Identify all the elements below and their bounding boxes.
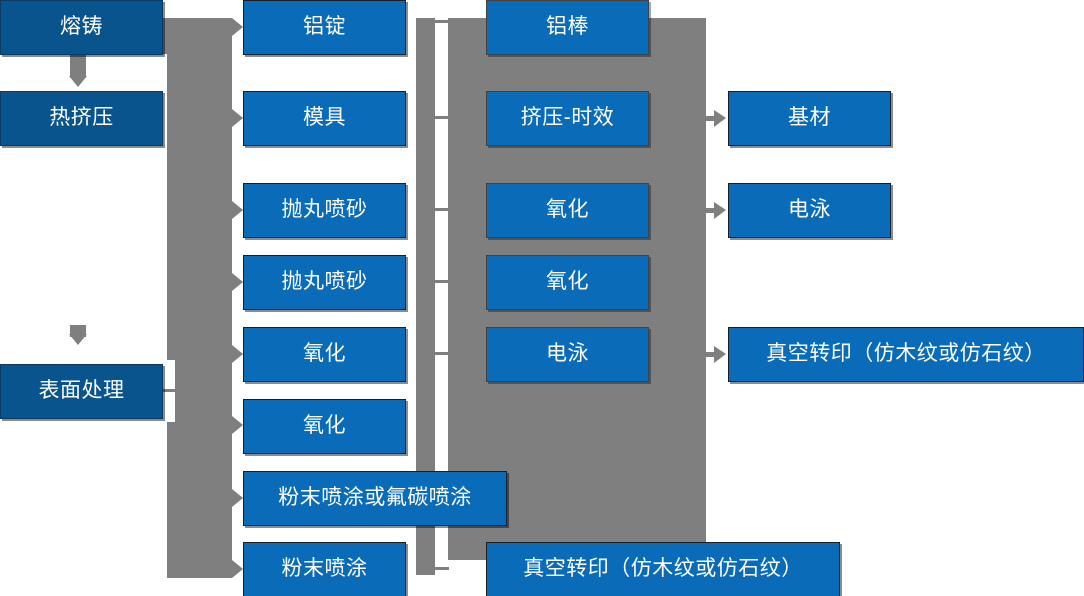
node-label: 挤压-时效 (520, 106, 615, 130)
node-fenmopentu[interactable]: 粉末喷涂 (243, 542, 406, 596)
node-label: 铝锭 (303, 15, 346, 39)
node-jiya-shixiao[interactable]: 挤压-时效 (486, 91, 649, 146)
node-jicai[interactable]: 基材 (728, 91, 891, 146)
node-label: 氧化 (303, 342, 346, 366)
node-zhenkongzhuanyin-2[interactable]: 真空转印（仿木纹或仿石纹） (486, 542, 840, 596)
node-label: 热挤压 (49, 106, 114, 130)
node-label: 粉末喷涂 (281, 557, 368, 581)
node-yanghua-3[interactable]: 氧化 (486, 183, 649, 238)
node-lubang[interactable]: 铝棒 (486, 0, 649, 55)
node-label: 基材 (788, 106, 831, 130)
node-label: 抛丸喷砂 (281, 270, 368, 294)
node-fenmopentu-huo-futanpentu[interactable]: 粉末喷涂或氟碳喷涂 (243, 471, 507, 526)
node-label: 电泳 (546, 342, 589, 366)
node-rongzhu[interactable]: 熔铸 (0, 0, 163, 55)
node-paowanpensha-2[interactable]: 抛丸喷砂 (243, 255, 406, 310)
node-label: 抛丸喷砂 (281, 198, 368, 222)
node-label: 粉末喷涂或氟碳喷涂 (278, 486, 472, 510)
node-zhenkongzhuanyin-1[interactable]: 真空转印（仿木纹或仿石纹） (728, 327, 1084, 382)
node-label: 铝棒 (546, 15, 589, 39)
node-paowanpensha-1[interactable]: 抛丸喷砂 (243, 183, 406, 238)
node-label: 熔铸 (60, 15, 103, 39)
node-label: 真空转印（仿木纹或仿石纹） (523, 557, 803, 581)
down-arrow-rongzhu-rejiya (69, 55, 87, 87)
node-label: 表面处理 (38, 379, 125, 403)
node-luding[interactable]: 铝锭 (243, 0, 406, 55)
node-label: 模具 (303, 106, 346, 130)
node-label: 氧化 (546, 198, 589, 222)
node-biaomianchuli[interactable]: 表面处理 (0, 364, 163, 419)
mid-connector-bus (416, 18, 449, 575)
node-muju[interactable]: 模具 (243, 91, 406, 146)
node-rejiya[interactable]: 热挤压 (0, 91, 163, 146)
node-dianyong-2[interactable]: 电泳 (728, 183, 891, 238)
node-label: 氧化 (303, 414, 346, 438)
node-dianyong-1[interactable]: 电泳 (486, 327, 649, 382)
left-connector-band (163, 18, 243, 578)
node-yanghua-4[interactable]: 氧化 (486, 255, 649, 310)
node-yanghua-1[interactable]: 氧化 (243, 327, 406, 382)
node-label: 真空转印（仿木纹或仿石纹） (766, 342, 1046, 366)
down-arrow-rejiya-biaomian (69, 325, 87, 345)
node-label: 氧化 (546, 270, 589, 294)
right-connector-arrows (706, 110, 726, 363)
node-yanghua-2[interactable]: 氧化 (243, 399, 406, 454)
node-label: 电泳 (788, 198, 831, 222)
